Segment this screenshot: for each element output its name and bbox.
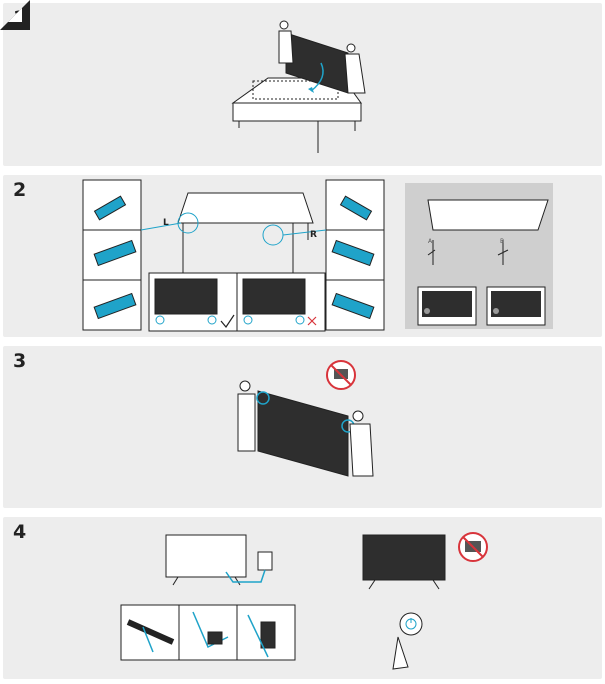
option-mark-b: B	[500, 238, 504, 245]
down-arrow	[310, 62, 324, 92]
no-touch-screen-icon	[326, 360, 356, 390]
step-2-illustration: L R A B	[82, 179, 553, 332]
person-right	[349, 410, 374, 477]
person-left	[237, 380, 256, 452]
stand-comparison	[148, 272, 326, 332]
person-right	[344, 43, 366, 94]
step-3-illustration	[237, 360, 374, 477]
page-corner-icon	[0, 0, 30, 30]
step-2-panel: 2 L	[3, 175, 602, 337]
step-4-number: 4	[13, 521, 27, 543]
table-with-tv	[140, 192, 327, 273]
step-3-panel: 3	[3, 346, 602, 508]
step-4-panel: 4	[3, 517, 602, 679]
option-mark-a: A	[428, 238, 433, 245]
label-right: R	[310, 230, 317, 240]
tv-back-with-cable	[165, 534, 273, 586]
step-1-illustration	[231, 20, 366, 153]
step-3-number: 3	[13, 350, 27, 372]
left-detail-strip	[82, 179, 142, 331]
step-1-panel: 1	[3, 3, 602, 166]
step-4-illustration	[120, 532, 488, 670]
tv-front	[362, 534, 446, 590]
cross-mark	[307, 316, 317, 326]
no-press-screen-icon	[458, 532, 488, 562]
person-left	[278, 20, 294, 64]
tv-upright	[257, 390, 349, 477]
step-2-number: 2	[13, 179, 27, 201]
right-detail-strip	[325, 179, 385, 331]
check-mark	[220, 314, 235, 329]
stand-options-box	[405, 183, 553, 329]
label-left: L	[163, 218, 169, 228]
remote-power-illustration	[392, 612, 423, 670]
cable-management-detail	[120, 604, 296, 661]
